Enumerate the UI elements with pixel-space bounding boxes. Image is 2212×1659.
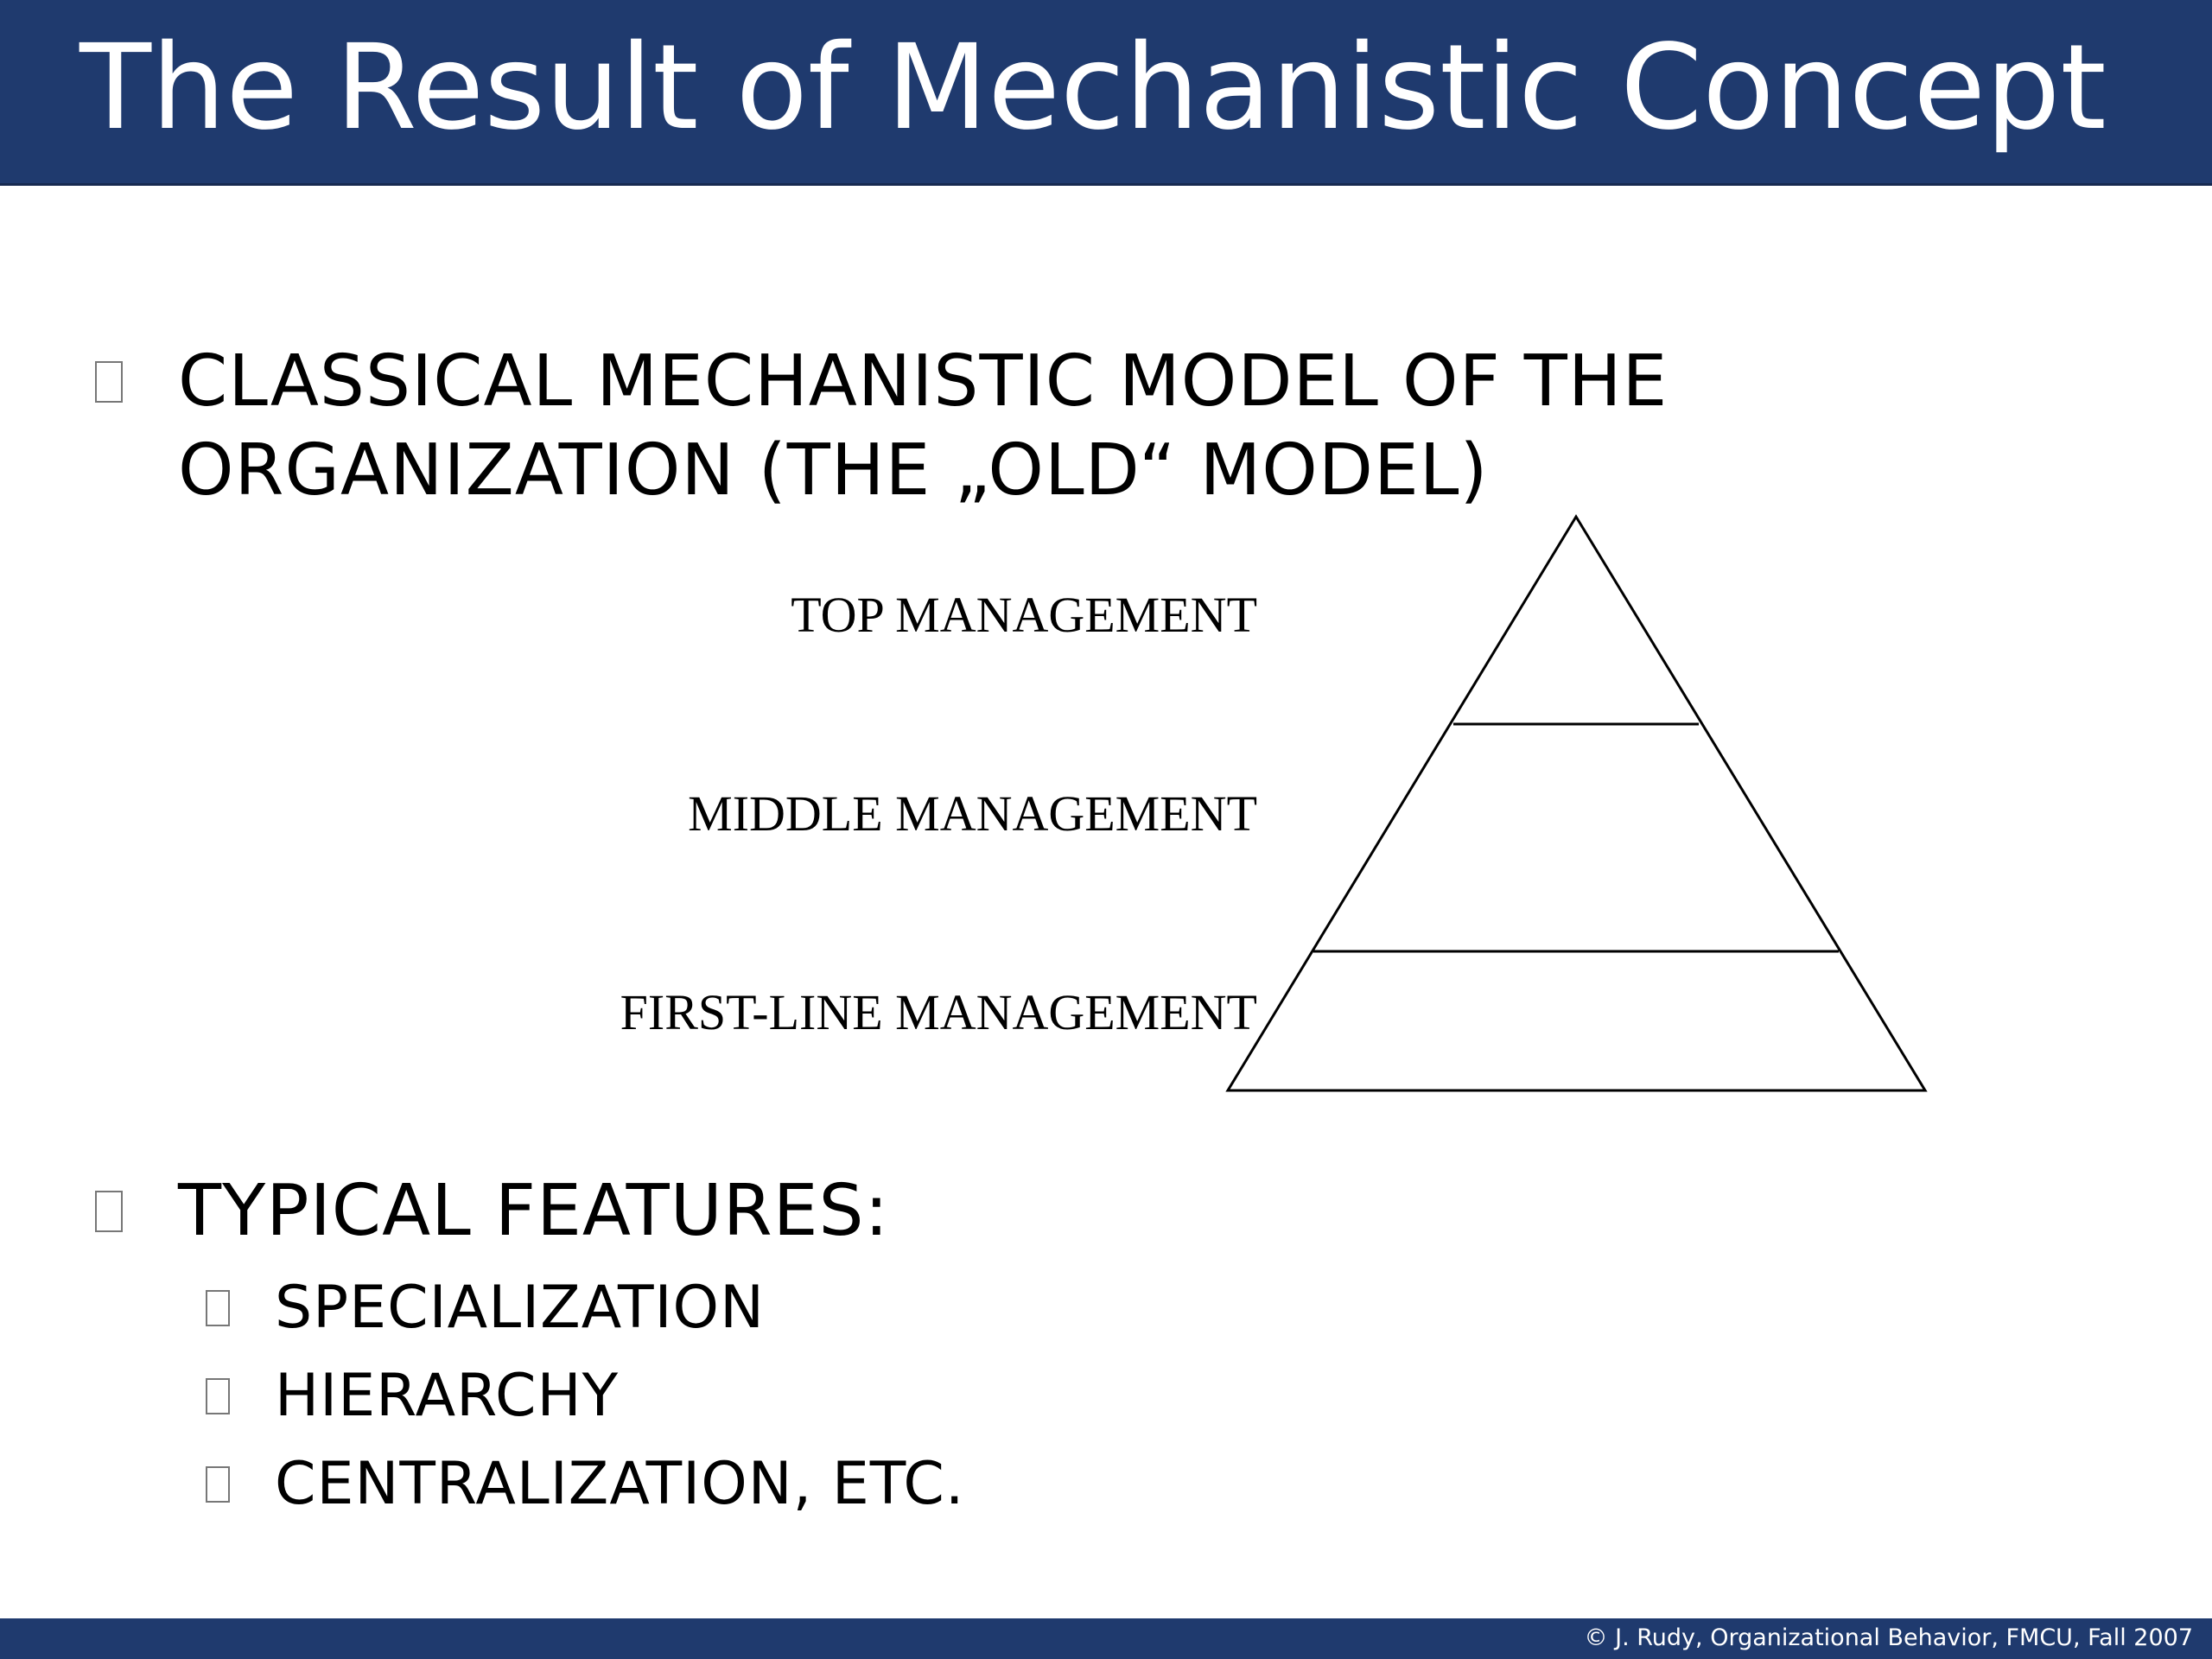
sub-bullet-box-icon (206, 1378, 230, 1414)
sub-item-specialization: SPECIALIZATION (275, 1274, 765, 1342)
title-bar: The Result of Mechanistic Concept (0, 0, 2212, 186)
bullet-box-icon (95, 1191, 123, 1232)
bullet-box-icon (95, 361, 123, 403)
footer-bar: © J. Rudy, Organizational Behavior, FMCU… (0, 1618, 2212, 1659)
pyramid-label-top: TOP MANAGEMENT (791, 587, 1257, 643)
footer-copyright: © J. Rudy, Organizational Behavior, FMCU… (1584, 1624, 2193, 1651)
pyramid-label-middle: MIDDLE MANAGEMENT (688, 785, 1257, 842)
sub-item-centralization: CENTRALIZATION, ETC. (275, 1450, 965, 1518)
sub-item-hierarchy: HIERARCHY (275, 1362, 620, 1430)
sub-bullet-box-icon (206, 1466, 230, 1503)
pyramid-outline (1225, 514, 1928, 1092)
bullet-2-line-1: TYPICAL FEATURES: (178, 1170, 890, 1252)
pyramid-label-first-line: FIRST-LINE MANAGEMENT (620, 984, 1257, 1040)
sub-bullet-box-icon (206, 1290, 230, 1326)
bullet-1-line-1: CLASSICAL MECHANISTIC MODEL OF THE (178, 340, 1669, 423)
bullet-1-line-2: ORGANIZATION (THE „OLD“ MODEL) (178, 429, 1489, 512)
slide-title: The Result of Mechanistic Concept (79, 20, 2107, 156)
